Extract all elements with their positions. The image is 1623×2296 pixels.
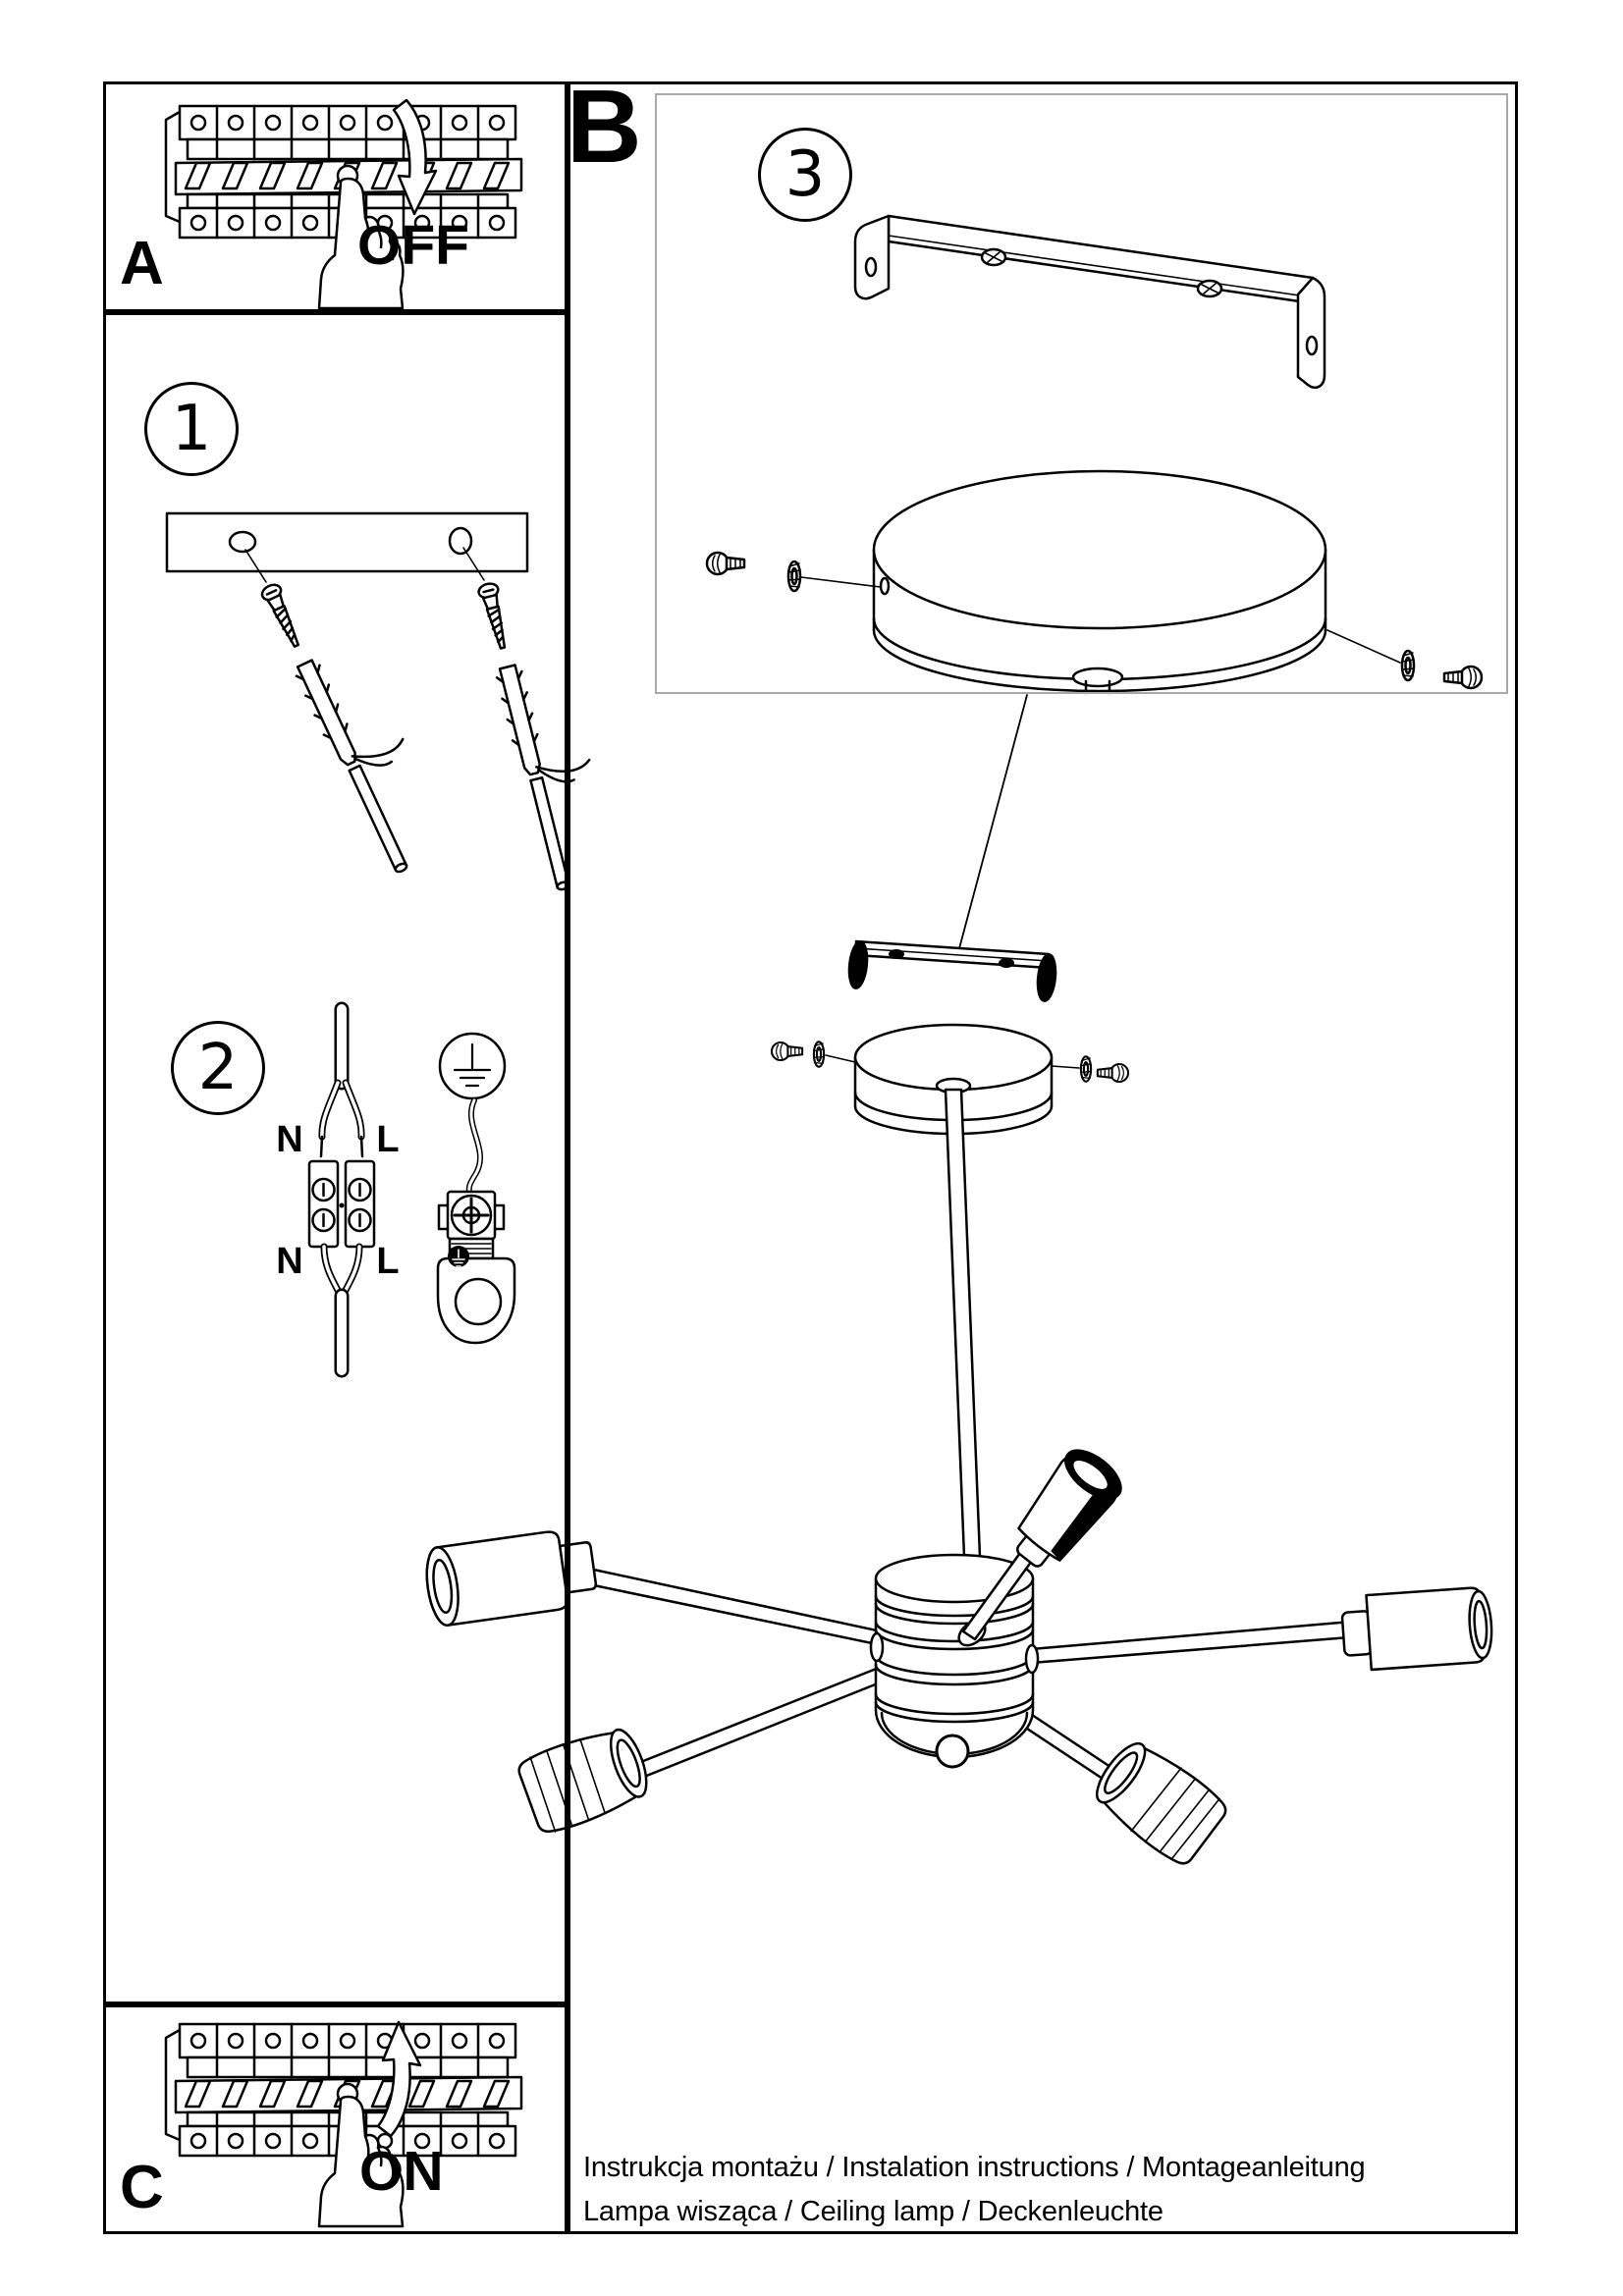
wire-label-n-bottom: N	[276, 1241, 303, 1282]
lamp-socket-right	[1340, 1586, 1493, 1672]
step-2-badge: 2	[171, 1021, 265, 1115]
box-c-frame	[103, 2004, 568, 2234]
off-label: OFF	[357, 214, 469, 277]
box-steps-frame	[103, 312, 568, 2004]
step-1-badge: 1	[144, 382, 239, 476]
step-2-number: 2	[197, 1032, 239, 1104]
wire-label-l-top: L	[376, 1119, 400, 1160]
lamp-figure	[425, 694, 1493, 1865]
step1-figure	[165, 511, 620, 894]
step3-figure	[705, 214, 1484, 695]
box-b-label: B	[567, 69, 642, 185]
lamp-socket-lower-left	[517, 1728, 648, 1833]
earth-clamp-figure	[436, 1190, 516, 1345]
box-c-label: C	[120, 2154, 164, 2221]
box-3-frame	[655, 93, 1508, 694]
footer-product-line: Lampa wisząca / Ceiling lamp / Deckenleu…	[583, 2196, 1163, 2227]
footer-title-line: Instrukcja montażu / Instalation instruc…	[583, 2152, 1366, 2183]
wire-label-n-top: N	[276, 1119, 303, 1160]
ground-symbol-icon	[438, 1032, 507, 1100]
step-3-number: 3	[784, 138, 826, 211]
step-3-badge: 3	[758, 128, 852, 222]
wire-label-l-bottom: L	[376, 1241, 400, 1282]
lamp-socket-lower-right	[1096, 1741, 1227, 1865]
box-a-frame	[103, 81, 568, 312]
step-1-number: 1	[171, 393, 212, 465]
box-b-frame	[568, 81, 1518, 2234]
on-label: ON	[359, 2140, 444, 2203]
lamp-socket-upper-right	[1016, 1449, 1122, 1568]
box-a-label: A	[120, 230, 164, 297]
step2-figure	[307, 1001, 516, 1378]
